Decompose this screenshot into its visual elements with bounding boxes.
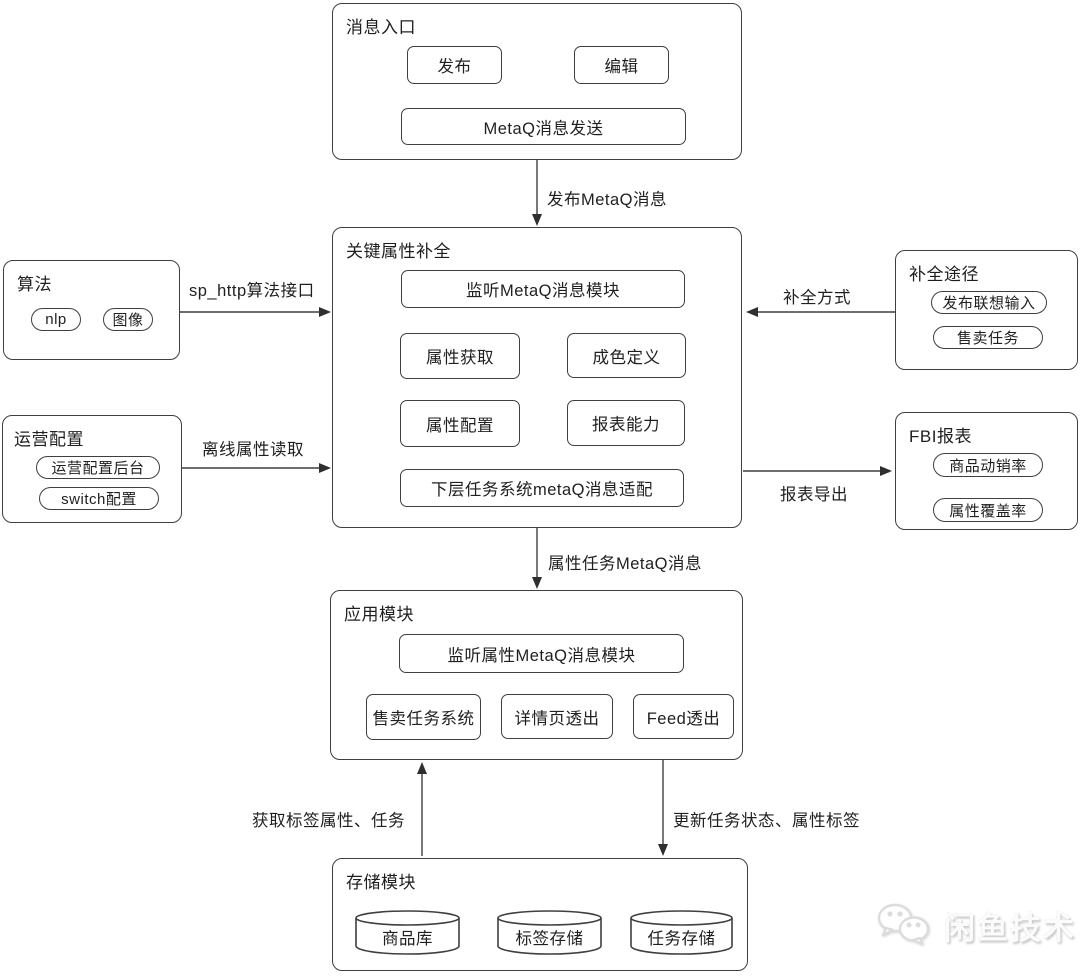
arrowhead-right-icon [880, 466, 892, 476]
chip-publish-suggest: 发布联想输入 [931, 291, 1047, 314]
chip-switch-config: switch配置 [39, 487, 159, 510]
cylinder-label: 商品库 [382, 930, 433, 948]
cylinder-product-db: 商品库 [354, 909, 461, 956]
chip-image: 图像 [103, 308, 153, 331]
chip-sell-task-system: 售卖任务系统 [366, 694, 481, 740]
node-algorithm: 算法 nlp 图像 [3, 260, 180, 360]
cylinder-tag-storage: 标签存储 [496, 909, 603, 956]
node-fbi-report-title: FBI报表 [909, 427, 972, 446]
arrowhead-right-icon [319, 307, 331, 317]
edge-label-attr-task-metaq: 属性任务MetaQ消息 [548, 555, 703, 573]
chip-detail-page: 详情页透出 [501, 694, 613, 739]
edge-label-report-export: 报表导出 [780, 486, 848, 504]
cylinder-label: 标签存储 [515, 930, 584, 948]
arrowhead-up-icon [417, 762, 427, 774]
node-storage-module: 存储模块 商品库 标签存储 任务存储 [332, 858, 748, 971]
edge-label-sp-http: sp_http算法接口 [189, 282, 315, 300]
chip-listen-attr-metaq: 监听属性MetaQ消息模块 [399, 634, 684, 673]
cylinder-label: 任务存储 [647, 930, 716, 948]
arrowhead-right-icon [319, 463, 331, 473]
database-cylinder-icon [355, 910, 460, 955]
chip-report-ability: 报表能力 [567, 400, 685, 446]
node-algorithm-title: 算法 [17, 275, 52, 294]
edge-label-completion-method: 补全方式 [783, 289, 851, 307]
chip-metaq-send: MetaQ消息发送 [401, 108, 686, 145]
arrowhead-left-icon [746, 307, 758, 317]
database-cylinder-icon [630, 910, 733, 955]
chip-condition-def: 成色定义 [567, 333, 686, 378]
database-cylinder-icon [497, 910, 602, 955]
node-storage-title: 存储模块 [346, 873, 416, 892]
edge-label-fetch-tag-attr: 获取标签属性、任务 [252, 812, 405, 830]
chip-publish: 发布 [407, 46, 502, 84]
node-message-entry: 消息入口 发布 编辑 MetaQ消息发送 [332, 3, 742, 160]
node-completion-paths-title: 补全途径 [909, 265, 979, 284]
chip-attr-config: 属性配置 [400, 400, 520, 447]
chat-bubbles-logo-icon [877, 903, 930, 946]
arrowhead-down-icon [532, 214, 542, 226]
chip-attr-fetch: 属性获取 [400, 333, 520, 379]
chip-feed: Feed透出 [633, 694, 734, 739]
node-app-module-title: 应用模块 [344, 605, 414, 624]
cylinder-task-storage: 任务存储 [629, 909, 734, 956]
node-app-module: 应用模块 监听属性MetaQ消息模块 售卖任务系统 详情页透出 Feed透出 [330, 590, 743, 760]
chip-coverage-rate: 属性覆盖率 [933, 498, 1043, 522]
edge-label-offline-attr: 离线属性读取 [202, 441, 304, 459]
node-ops-config: 运营配置 运营配置后台 switch配置 [2, 415, 182, 523]
node-ops-config-title: 运营配置 [14, 430, 84, 449]
chip-ops-backend: 运营配置后台 [36, 456, 160, 479]
watermark-text: 闲鱼技术 [944, 910, 1076, 946]
node-key-attr-title: 关键属性补全 [346, 242, 451, 261]
node-fbi-report: FBI报表 商品动销率 属性覆盖率 [895, 412, 1078, 530]
node-message-entry-title: 消息入口 [346, 18, 416, 37]
chip-turnover-rate: 商品动销率 [933, 453, 1043, 477]
arrowhead-down-icon [658, 844, 668, 856]
edge-label-update-task: 更新任务状态、属性标签 [673, 812, 860, 830]
chip-edit: 编辑 [574, 46, 669, 84]
arrowhead-down-icon [532, 577, 542, 589]
edge-label-publish-metaq: 发布MetaQ消息 [547, 191, 668, 209]
chip-listen-metaq: 监听MetaQ消息模块 [401, 270, 685, 308]
chip-nlp: nlp [31, 308, 81, 331]
chip-sell-task: 售卖任务 [933, 326, 1043, 349]
chip-task-adapter: 下层任务系统metaQ消息适配 [400, 469, 684, 507]
node-key-attr-completion: 关键属性补全 监听MetaQ消息模块 属性获取 成色定义 属性配置 报表能力 下… [332, 227, 742, 528]
watermark: 闲鱼技术 [874, 901, 1076, 949]
node-completion-paths: 补全途径 发布联想输入 售卖任务 [895, 250, 1078, 370]
